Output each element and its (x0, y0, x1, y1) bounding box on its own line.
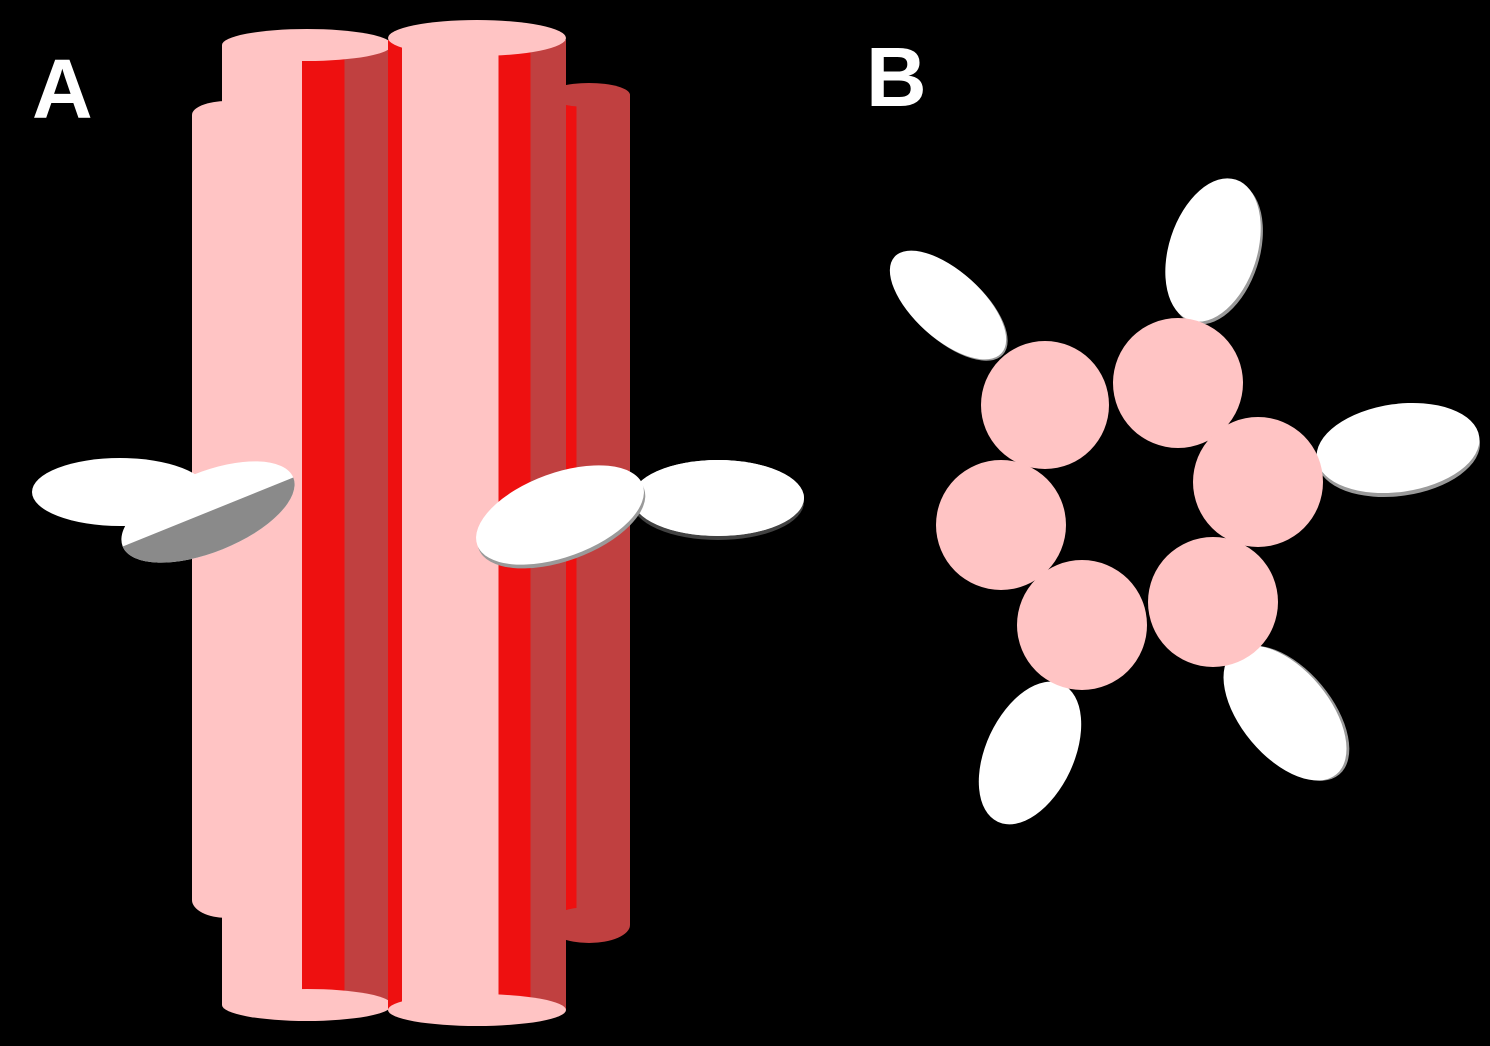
panel-b-label: B (866, 30, 927, 124)
subunit-6 (936, 460, 1066, 590)
lobe-top-right (1165, 178, 1263, 325)
subunit-4 (1148, 537, 1278, 667)
wing-left-inner (121, 461, 295, 563)
panel-b: B (866, 30, 1480, 825)
subunit-5 (1017, 560, 1147, 690)
lobe-right (1316, 402, 1480, 498)
lobe-top-left (889, 250, 1008, 361)
subunit-ring (936, 318, 1323, 690)
subunit-1 (981, 341, 1109, 469)
subunit-3 (1193, 417, 1323, 547)
lobe-bottom-left (978, 681, 1082, 825)
wing-right-inner (476, 465, 646, 569)
panel-a: A (32, 20, 804, 1026)
wing-right-group (476, 460, 804, 569)
subunit-2 (1113, 318, 1243, 448)
panel-a-label: A (32, 42, 93, 136)
lobe-bottom-right (1223, 645, 1350, 781)
wing-left-group (32, 458, 295, 563)
